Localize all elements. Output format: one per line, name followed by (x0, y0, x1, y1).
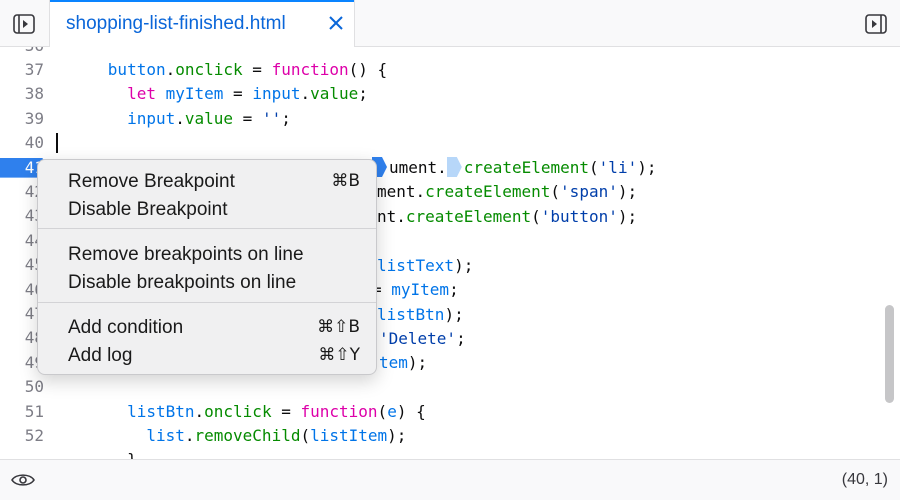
menu-item-add-condition[interactable]: Add condition ⌘⇧B (38, 313, 376, 341)
tab-filename: shopping-list-finished.html (66, 13, 286, 34)
menu-item-add-log[interactable]: Add log ⌘⇧Y (38, 341, 376, 369)
menu-item-label: Add log (68, 345, 133, 366)
code-line: } (0, 448, 880, 459)
menu-item-label: Remove Breakpoint (68, 171, 235, 192)
scrollbar-thumb[interactable] (885, 305, 894, 403)
sidebar-toggle-icon[interactable] (862, 10, 890, 38)
code-fragment: listBtn); (377, 305, 464, 324)
code-editor[interactable]: 36 37 button.onclick = function() {38 le… (0, 47, 900, 459)
line-number[interactable]: 39 (24, 108, 44, 128)
tab-shopping-list[interactable]: shopping-list-finished.html (49, 0, 355, 47)
code-text: listBtn.onclick = function(e) { (127, 401, 426, 421)
code-line: 52 list.removeChild(listItem); (0, 424, 880, 448)
code-fragment: nt.createElement('button'); (377, 207, 638, 226)
menu-item-shortcut: ⌘⇧Y (318, 345, 360, 365)
vertical-scrollbar[interactable] (880, 47, 900, 459)
close-icon[interactable] (326, 12, 346, 34)
text-caret (56, 133, 58, 154)
menu-separator (38, 302, 376, 303)
code-text: list.removeChild(listItem); (146, 426, 407, 445)
sidebar-toggle-icon[interactable] (10, 10, 38, 38)
menu-item-label: Remove breakpoints on line (68, 244, 304, 265)
code-line: 51 listBtn.onclick = function(e) { (0, 400, 880, 424)
editor-footer: (40, 1) (0, 459, 900, 500)
line-number[interactable]: 51 (24, 401, 44, 421)
line-number[interactable]: 50 (24, 377, 44, 397)
menu-item-remove-breakpoints-on-line[interactable]: Remove breakpoints on line (38, 240, 376, 268)
menu-item-shortcut: ⌘⇧B (317, 317, 360, 337)
code-fragment: ument.createElement('li'); (372, 156, 656, 180)
cursor-position: (40, 1) (841, 471, 888, 488)
code-line: 39 input.value = ''; (0, 107, 880, 131)
line-number: 36 (0, 47, 44, 58)
code-line: 50 (0, 375, 880, 399)
code-text: let myItem = input.value; (127, 84, 368, 104)
code-fragment: ment.createElement('span'); (377, 182, 638, 201)
code-fragment: 'Delete'; (379, 329, 466, 348)
code-text: button.onclick = function() { (107, 60, 388, 79)
menu-item-shortcut: ⌘B (331, 171, 360, 191)
editor-tab-bar: shopping-list-finished.html (0, 0, 900, 47)
code-text: } (50, 448, 137, 459)
breakpoint-context-menu: Remove Breakpoint ⌘B Disable Breakpoint … (37, 159, 377, 375)
code-text: input.value = ''; (127, 108, 291, 128)
menu-item-label: Add condition (68, 317, 184, 338)
menu-item-remove-breakpoint[interactable]: Remove Breakpoint ⌘B (38, 167, 376, 195)
menu-item-label: Disable breakpoints on line (68, 272, 297, 293)
menu-separator (38, 228, 376, 229)
code-line: 40 (0, 131, 880, 155)
code-line: 37 button.onclick = function() { (0, 58, 880, 82)
line-number[interactable]: 37 (24, 60, 44, 79)
line-number[interactable]: 40 (24, 133, 44, 153)
code-fragment: tem); (379, 353, 428, 372)
line-number[interactable]: 38 (24, 84, 44, 104)
eye-icon[interactable] (10, 468, 36, 492)
line-number[interactable]: 52 (24, 426, 44, 445)
menu-item-disable-breakpoint[interactable]: Disable Breakpoint (38, 195, 376, 223)
code-fragment: = myItem; (372, 280, 459, 299)
code-fragment: listText); (377, 256, 474, 275)
menu-item-disable-breakpoints-on-line[interactable]: Disable breakpoints on line (38, 268, 376, 296)
code-line: 38 let myItem = input.value; (0, 82, 880, 106)
code-line: 36 (0, 47, 880, 58)
column-breakpoint-marker[interactable] (446, 157, 462, 177)
menu-item-label: Disable Breakpoint (68, 199, 228, 220)
